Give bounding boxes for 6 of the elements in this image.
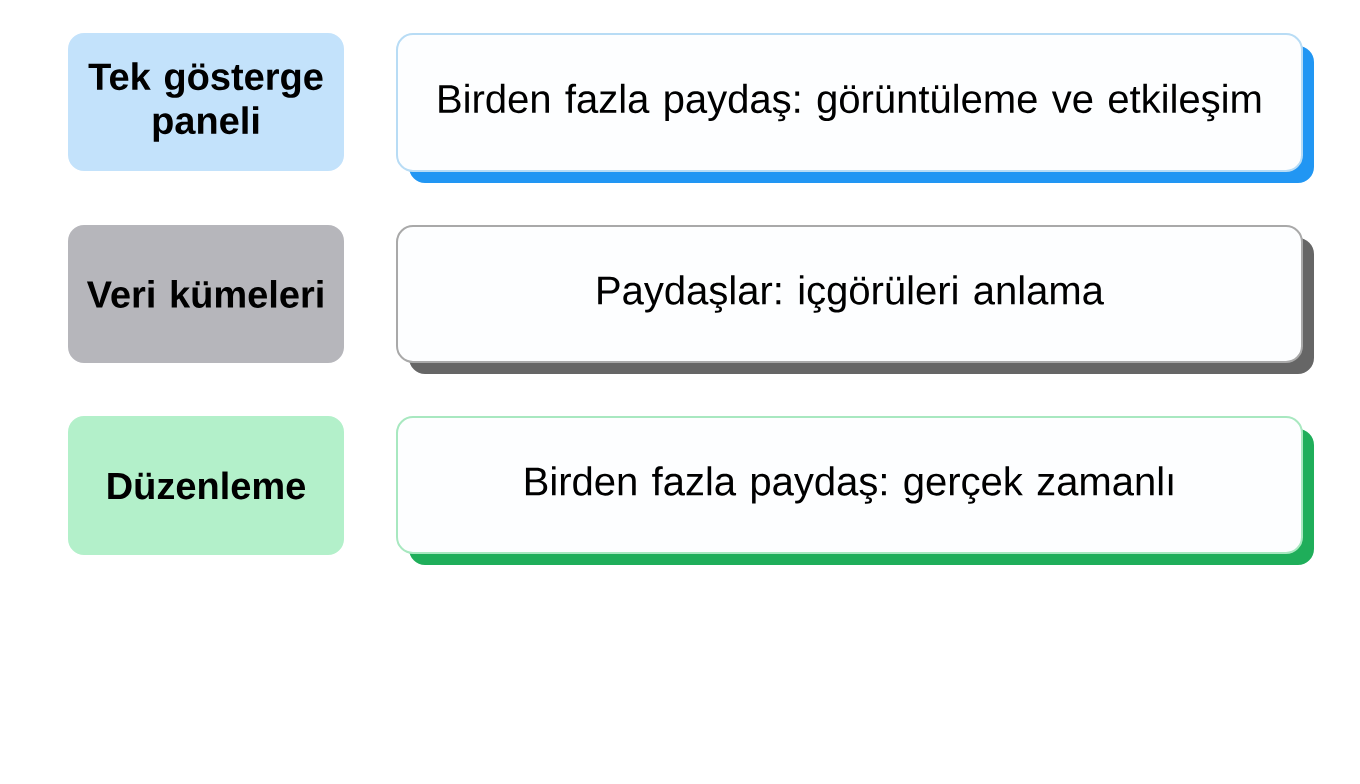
description-card: Paydaşlar: içgörüleri anlama [396, 225, 1314, 374]
description-card: Birden fazla paydaş: gerçek zamanlı [396, 416, 1314, 565]
category-box: Veri kümeleri [68, 225, 344, 363]
description-card: Birden fazla paydaş: görüntüleme ve etkileşim [396, 33, 1314, 183]
category-box: Düzenleme [68, 416, 344, 555]
category-box: Tek gösterge paneli [68, 33, 344, 171]
